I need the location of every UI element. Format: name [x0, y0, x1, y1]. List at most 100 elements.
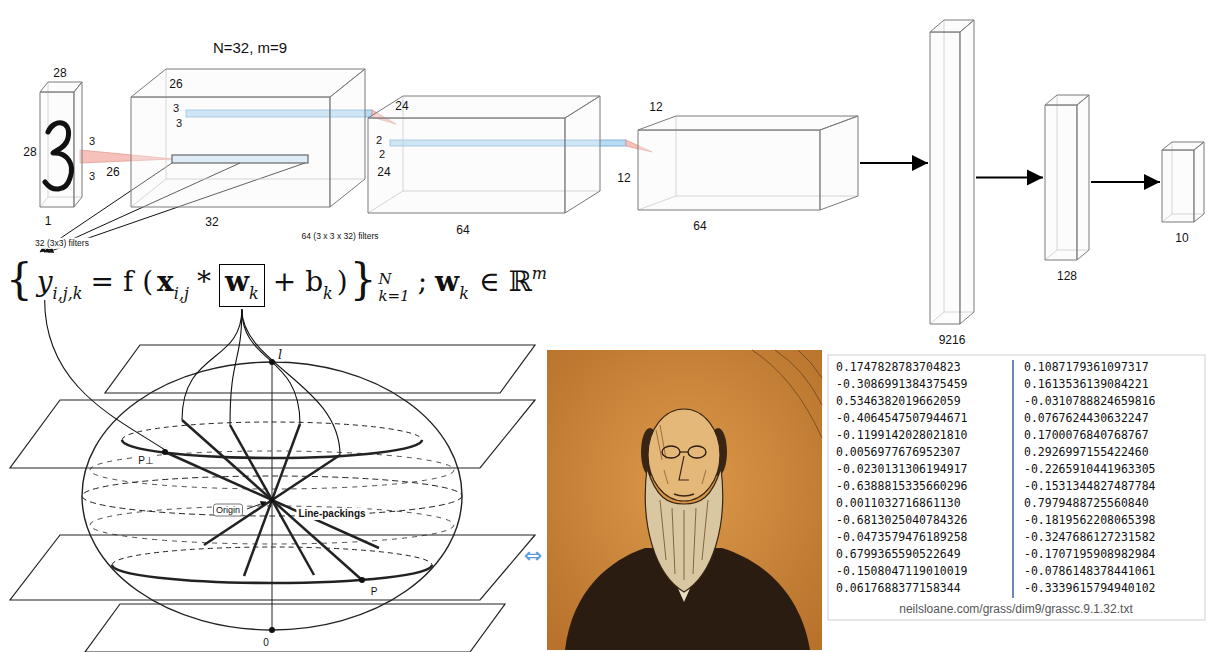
mapping-curve: [242, 309, 300, 424]
hidden-edge: [930, 20, 974, 324]
kernel-size: 3: [89, 136, 95, 147]
table-cell: 0.1700076840768767: [1024, 430, 1149, 442]
handwritten-digit: [45, 123, 71, 189]
front-face: [930, 32, 960, 324]
hidden-edge: [1162, 142, 1204, 222]
volume-outline: [131, 69, 365, 207]
table-cell: -0.0786148378441061: [1024, 566, 1156, 578]
plane: [105, 345, 535, 393]
table-cell: -0.1508047119010019: [836, 566, 968, 578]
limits-stack: Nk=1: [378, 271, 409, 306]
equation-term: i,j: [174, 284, 189, 303]
equation-term: k=1: [378, 288, 409, 305]
side-face: [330, 69, 365, 207]
top-face: [368, 96, 600, 118]
equation-term: *: [197, 265, 211, 298]
packing-line: [165, 452, 379, 548]
mapping-curves: [45, 300, 340, 455]
volume-outline: [1045, 95, 1089, 260]
glasses: [688, 446, 706, 458]
dimension-label: 12: [617, 172, 630, 184]
front-face: [368, 118, 565, 213]
sphere-dots: [162, 359, 365, 633]
mouth: [674, 494, 694, 496]
side-face: [820, 116, 858, 210]
equation-term: N: [378, 271, 409, 288]
glasses: [662, 446, 680, 458]
table-cell: -0.6388815335660296: [836, 481, 968, 493]
dense-layer: 10: [1162, 142, 1204, 222]
dimension-label: 28: [53, 67, 66, 79]
table-cell: -0.6813025040784326: [836, 515, 968, 527]
beard-hatch: [660, 500, 708, 580]
edge-arrow: [860, 155, 928, 171]
front-face: [1162, 150, 1194, 222]
side-face: [1077, 95, 1089, 260]
point-label: P: [369, 586, 380, 598]
packing-line: [230, 425, 314, 575]
table-cell: -0.2265910441963305: [1024, 464, 1156, 476]
table-cell: 0.0617688377158344: [836, 583, 961, 595]
table-cell: -0.1707195908982984: [1024, 549, 1156, 561]
equation-term: = f (: [91, 265, 154, 298]
filter-note: 32 (3x3) filters: [33, 238, 91, 249]
table-cell: -0.0473579476189258: [836, 532, 968, 544]
title-text: N=32, m=9: [213, 40, 287, 55]
face-shading: [656, 425, 706, 484]
feature-map-volume: 262632: [131, 69, 365, 207]
table-cell: 0.6799365590522649: [836, 549, 961, 561]
packing-line: [204, 455, 340, 545]
top-face: [131, 69, 365, 97]
dimension-label: 32: [205, 216, 218, 228]
equivalence-arrow: ⇔: [524, 545, 542, 567]
dimension-label: 26: [106, 166, 119, 178]
dimension-label: 24: [395, 100, 408, 112]
dimension-label: 10: [1175, 232, 1188, 244]
equation-term: k: [459, 284, 469, 303]
volume-outline: [40, 82, 82, 207]
side-face: [960, 20, 974, 324]
hidden-edge: [1045, 95, 1089, 260]
url-text: neilsloane.com/grass/dim9/grassc.9.1.32.…: [899, 603, 1132, 615]
sphere-outline: [82, 362, 462, 630]
boxed-weight: wk: [219, 264, 265, 307]
side-face: [74, 82, 82, 207]
table-cell: 0.0056977676952307: [836, 447, 961, 459]
table-cell: -0.0310788824659816: [1024, 396, 1156, 408]
dimension-label: 24: [377, 166, 390, 178]
packing-line: [182, 420, 362, 580]
dimension-label: 26: [169, 78, 182, 90]
dot: [269, 627, 275, 633]
hidden-edge: [638, 116, 858, 210]
side-face: [565, 96, 600, 213]
table-panel: [828, 355, 1205, 620]
table-cell: 0.2926997155422460: [1024, 447, 1149, 459]
point-label: l: [276, 347, 284, 362]
arrow-head: [912, 155, 928, 171]
beard: [645, 468, 722, 592]
table-cell: -0.3086991384375459: [836, 379, 968, 391]
glasses: [680, 451, 688, 452]
hidden-edge: [40, 82, 82, 207]
front-face: [40, 92, 74, 207]
dimension-label: 1: [45, 215, 52, 227]
grassmann-sphere: [10, 345, 535, 652]
dimension-label: 64: [456, 224, 469, 236]
feature-map-volume: 242464: [368, 96, 600, 213]
dimension-label: 9216: [939, 334, 966, 346]
edge-arrow: [1091, 174, 1160, 190]
equation-term: {: [6, 255, 33, 304]
filter-note: 64 (3 x 3 x 32) filters: [299, 231, 380, 242]
equation-term: w: [435, 265, 459, 298]
volume-outline: [368, 96, 600, 213]
mapping-curve: [242, 309, 340, 455]
dense-layer: 128: [1045, 95, 1089, 260]
callout-label: Line-packings: [296, 508, 367, 520]
column-divider: [1012, 360, 1014, 598]
front-face: [638, 130, 820, 210]
kernel-size: 3: [176, 118, 182, 129]
equation-term: i,j,k: [53, 284, 83, 303]
table-cell: -0.3339615794940102: [1024, 583, 1156, 595]
equation-term: ): [337, 265, 348, 298]
table-cell: 0.0767624430632247: [1024, 413, 1149, 425]
